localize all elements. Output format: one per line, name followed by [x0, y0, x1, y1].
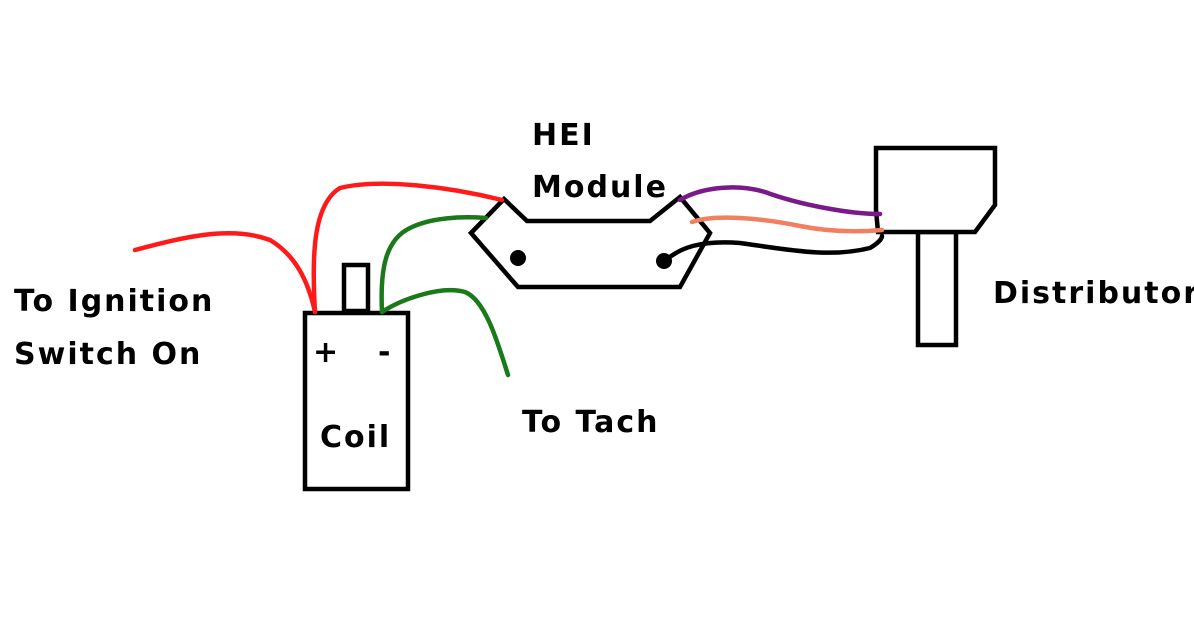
coil-body [302, 310, 411, 492]
wires [132, 181, 885, 378]
hei-module [467, 193, 713, 290]
ignition-label-line2: Switch On [14, 337, 202, 372]
coil-to-module-trigger-wire [379, 215, 489, 315]
pickup-wire-orange [689, 215, 885, 234]
coil-label: Coil [320, 420, 391, 455]
hei-label-line1: HEI [532, 118, 595, 153]
tach-wire [379, 287, 511, 378]
coil-positive-label: + [313, 335, 340, 370]
coil-to-module-power-wire [311, 181, 505, 315]
hei-module-left-terminal [510, 250, 526, 266]
tach-label: To Tach [522, 405, 660, 440]
coil-terminal-post [341, 262, 371, 314]
distributor-shaft [915, 229, 959, 348]
distributor [873, 145, 998, 348]
hei-label-line2: Module [532, 170, 668, 205]
text-labels: To Ignition Switch On HEI Module To Tach… [14, 118, 1194, 440]
pickup-wire-black [663, 233, 885, 263]
distributor-label: Distributor [993, 276, 1194, 311]
pickup-wire-purple [677, 185, 883, 217]
hei-module-body [467, 193, 713, 290]
coil-negative-label: - [378, 335, 392, 370]
distributor-cap [873, 145, 998, 235]
ignition-coil: + - Coil [302, 262, 411, 492]
ignition-label-line1: To Ignition [14, 284, 214, 319]
ignition-wire [132, 231, 318, 315]
